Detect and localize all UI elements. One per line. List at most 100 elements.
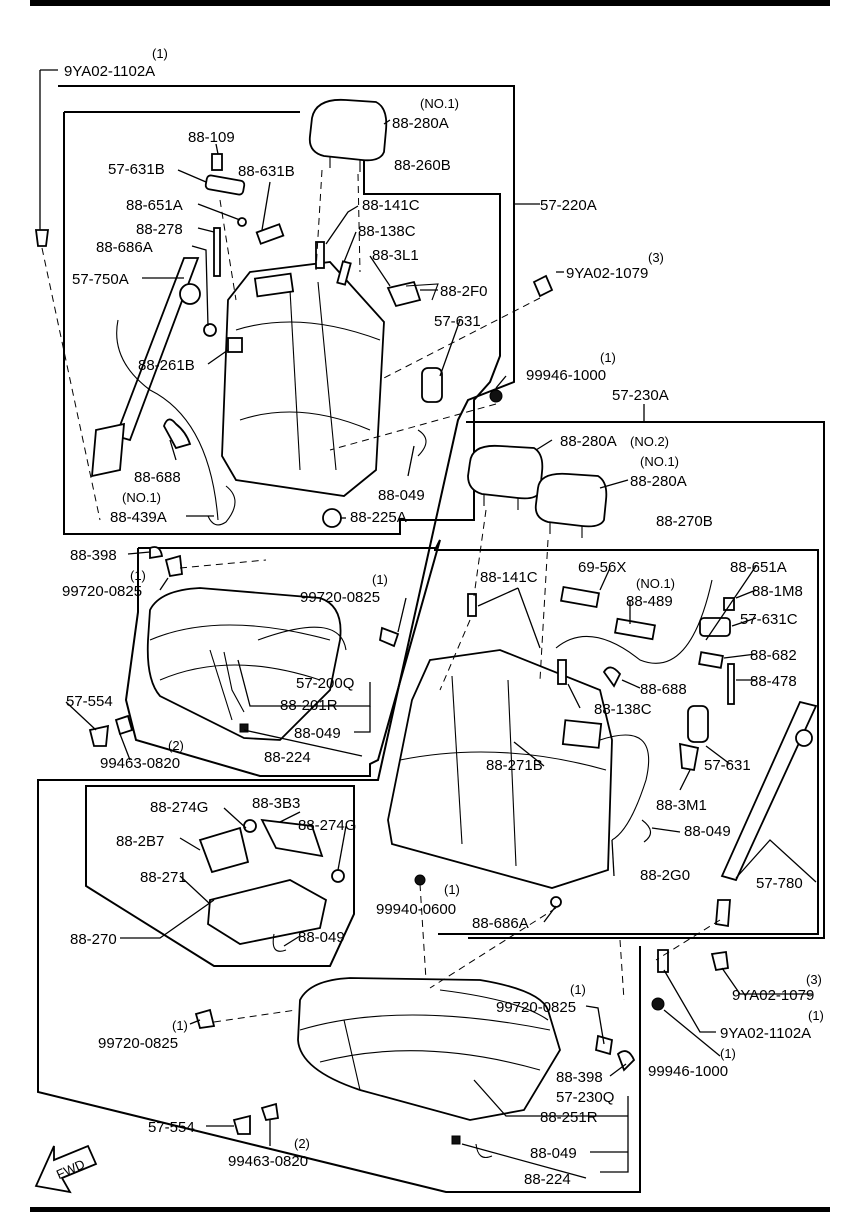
callout-no2: (NO.2) [630,434,669,449]
callout-88-049: 88-049 [294,725,341,742]
callout-88-270b: 88-270B [656,513,713,530]
callout-88-489: 88-489 [626,593,673,610]
callout-no1: (NO.1) [636,576,675,591]
callout-88-2f0: 88-2F0 [440,283,488,300]
callout-88-1m8: 88-1M8 [752,583,803,600]
part-88-2f0 [405,283,439,301]
part-88-138c-right [557,659,567,685]
part-88-631b [255,223,285,245]
part-88-141c-right [467,593,477,617]
callout-88-138c: 88-138C [358,223,416,240]
callout-no1: (NO.1) [640,454,679,469]
callout-qty: (1) [372,572,388,587]
part-99940-0600 [414,874,426,886]
part-88-224-bottom [451,1135,461,1145]
callout-57-230a: 57-230A [612,387,669,404]
part-88-398-bottom [616,1050,636,1072]
callout-99720-0825: 99720-0825 [62,583,142,600]
callout-qty: (1) [152,46,168,61]
callout-88-138c: 88-138C [594,701,652,718]
callout-88-278: 88-278 [136,221,183,238]
callout-88-631b: 88-631B [238,163,295,180]
callout-88-439a: 88-439A [110,509,167,526]
group-frame-57-220a [37,85,641,1193]
part-88-398-top [149,546,164,560]
part-57-631 [421,367,443,403]
callout-99463-0820: 99463-0820 [100,755,180,772]
part-9ya02-1079-top [532,274,554,298]
callout-57-631: 57-631 [434,313,481,330]
part-88-141c [315,241,325,269]
part-88-261b [227,337,243,353]
part-88-049a [417,429,427,457]
callout-qty: (1) [600,350,616,365]
callout-88-141c: 88-141C [480,569,538,586]
callout-88-651a: 88-651A [730,559,787,576]
armrest-88-270 [198,818,345,945]
callout-88-049: 88-049 [378,487,425,504]
callout-88-261b: 88-261B [138,357,195,374]
callout-99946-1000: 99946-1000 [648,1063,728,1080]
callout-88-271b: 88-271B [486,757,543,774]
callout-9ya02-1079: 9YA02-1079 [732,987,814,1004]
callout-9ya02-1102a: 9YA02-1102A [720,1025,811,1042]
callout-88-224: 88-224 [264,749,311,766]
callout-88-274g: 88-274G [298,817,356,834]
callout-99940-0600: 99940-0600 [376,901,456,918]
callout-99720-0825: 99720-0825 [496,999,576,1016]
part-88-688 [163,418,192,450]
callout-88-686a: 88-686A [472,915,529,932]
part-88-049e [475,1143,493,1159]
part-88-1m8 [723,597,735,611]
part-99946-1000-bottom [651,997,665,1011]
callout-88-3m1: 88-3M1 [656,797,707,814]
part-88-109 [211,153,223,171]
callout-88-651a: 88-651A [126,197,183,214]
part-99720-0825-c [194,1008,216,1030]
top-border-bar [30,0,830,6]
callout-57-554: 57-554 [66,693,113,710]
part-99463-0820-b [260,1102,280,1122]
callout-88-270: 88-270 [70,931,117,948]
callout-qty: (2) [168,738,184,753]
part-9ya02-1102a-top [34,229,50,247]
callout-9ya02-1102a: 9YA02-1102A [64,63,155,80]
group-frame-cushion-upper [124,539,441,777]
part-99720-0825-d [594,1034,614,1056]
callout-88-2b7: 88-2B7 [116,833,164,850]
headrest-88-280a-no2 [467,444,544,510]
callout-88-251r: 88-251R [540,1109,598,1126]
leader-lines [65,119,817,1179]
part-88-686a-right [550,896,562,908]
part-88-224-top [239,723,249,733]
callout-88-271: 88-271 [140,869,187,886]
callout-88-225a: 88-225A [350,509,407,526]
callout-qty: (3) [806,972,822,987]
headrest-88-280a-no1 [534,472,608,538]
part-57-554-bottom [232,1114,251,1135]
part-88-225a [322,508,342,528]
callout-88-260b: 88-260B [394,157,451,174]
part-88-478 [727,663,735,705]
part-9ya02-1102a-bottom [657,949,669,973]
callout-57-230q: 57-230Q [556,1089,614,1106]
callout-88-688: 88-688 [134,469,181,486]
callout-99720-0825: 99720-0825 [98,1035,178,1052]
callout-88-3l1: 88-3L1 [372,247,419,264]
callout-88-682: 88-682 [750,647,797,664]
part-88-049c [272,933,287,952]
seatbelt-57-780 [715,700,818,928]
part-99463-0820-a [114,714,134,736]
callout-88-109: 88-109 [188,129,235,146]
group-frame-88-270b [434,549,819,935]
group-frame-88-260b [63,112,501,535]
callout-88-478: 88-478 [750,673,797,690]
callout-no1: (NO.1) [122,490,161,505]
callout-qty: (1) [444,882,460,897]
callout-57-631c: 57-631C [740,611,798,628]
part-88-3m1 [679,742,700,772]
callout-qty: (1) [172,1018,188,1033]
callout-99720-0825: 99720-0825 [300,589,380,606]
bottom-border-bar [30,1207,830,1212]
part-9ya02-1079-bottom [710,950,730,972]
